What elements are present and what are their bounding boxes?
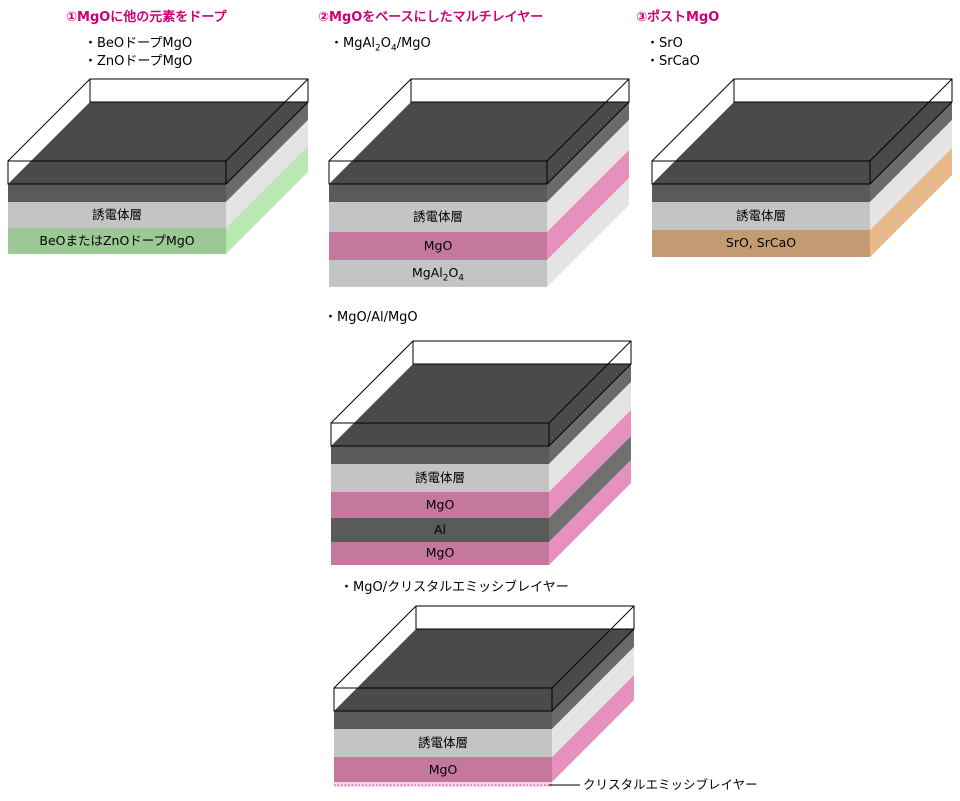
layer-front-dark: [652, 184, 870, 202]
stack-doped-mgo: [7, 78, 309, 254]
layer-front-mgal: [329, 260, 547, 287]
mask-outline: [651, 78, 953, 185]
layer-front-mgo: [329, 232, 547, 260]
layer-side-dark: [870, 102, 952, 202]
layer-side-dielectric: [552, 647, 634, 757]
label-mgo-2: MgO: [423, 238, 453, 253]
layer-side-dielectric: [547, 120, 629, 232]
mask-outline: [7, 78, 309, 185]
label-mgal2o4: MgAl2O4: [411, 265, 465, 284]
note-zno-doped: ・ZnOドープMgO: [84, 54, 193, 69]
top-face: [334, 629, 634, 711]
layer-side-dark: [549, 364, 631, 464]
note-srcao: ・SrCaO: [646, 54, 700, 69]
label-dielectric-2: 誘電体層: [412, 209, 463, 224]
layer-front-mgo: [334, 757, 552, 782]
mask-outline: [333, 605, 635, 712]
layer-side-dark: [226, 102, 308, 202]
layer-front-dielectric: [329, 202, 547, 232]
layer-front-dark: [329, 184, 547, 202]
callout-crystal-emissive: クリスタルエミッシブレイヤー: [583, 777, 758, 792]
layer-side-dielectric: [226, 120, 308, 228]
mask-outline: [330, 340, 632, 447]
stack-mgo-al-mgo: [330, 340, 632, 565]
note-sro: ・SrO: [646, 36, 683, 51]
note-beo-doped: ・BeOドープMgO: [84, 36, 193, 51]
header-multilayer: ②MgOをベースにしたマルチレイヤー: [318, 10, 544, 25]
layer-side-mgo: [549, 460, 631, 565]
layer-front-dark: [334, 711, 552, 729]
label-dielectric-3: 誘電体層: [735, 208, 786, 223]
layer-side-al: [549, 436, 631, 542]
top-face: [331, 364, 631, 446]
layer-front-dielectric: [334, 729, 552, 757]
layer-side-dark: [552, 629, 634, 729]
label-dielectric-5: 誘電体層: [417, 735, 468, 750]
note-mgo-al-mgo: ・MgO/Al/MgO: [324, 310, 418, 325]
top-face: [8, 102, 308, 184]
stack-post-mgo: [651, 78, 953, 257]
layer-front-dark: [8, 184, 226, 202]
layer-side-mgo: [552, 675, 634, 782]
layer-front-mgo: [331, 492, 549, 518]
layer-front-dielectric: [652, 202, 870, 230]
label-doped-mgo: BeOまたはZnOドープMgO: [39, 233, 195, 248]
layer-side-dielectric: [870, 120, 952, 230]
header-doping: ①MgOに他の元素をドープ: [66, 10, 227, 25]
top-face: [329, 102, 629, 184]
mask-outline: [328, 78, 630, 185]
layer-side-doped: [226, 146, 308, 254]
layer-front-al: [331, 518, 549, 542]
note-mgal2o4-mgo: ・MgAl2O4/MgO: [330, 36, 431, 54]
layer-front-mgo: [331, 542, 549, 565]
label-al: Al: [433, 522, 447, 537]
note-mgo-crystal: ・MgO/クリスタルエミッシブレイヤー: [340, 580, 569, 595]
layer-side-mgo: [549, 410, 631, 518]
layer-side-dielectric: [549, 382, 631, 492]
layer-side-sr: [870, 148, 952, 257]
label-sro-srcao: SrO, SrCaO: [725, 235, 797, 250]
header-post-mgo: ③ポストMgO: [636, 10, 720, 25]
stack-mgo-crystal-emissive: [333, 605, 635, 787]
label-mgo-4b: MgO: [425, 545, 455, 560]
layer-side-mgal: [547, 178, 629, 287]
top-face: [652, 102, 952, 184]
label-dielectric-1: 誘電体層: [91, 207, 142, 222]
layer-front-doped: [8, 228, 226, 254]
layer-front-dielectric: [331, 464, 549, 492]
layer-front-sr: [652, 230, 870, 257]
stack-multilayer-mgal: [328, 78, 630, 287]
layer-front-dielectric: [8, 202, 226, 228]
label-mgo-4a: MgO: [425, 497, 455, 512]
label-dielectric-4: 誘電体層: [414, 470, 465, 485]
layer-side-dark: [547, 102, 629, 202]
layer-front-dark: [331, 446, 549, 464]
label-mgo-5: MgO: [428, 762, 458, 777]
layer-side-mgo: [547, 150, 629, 260]
